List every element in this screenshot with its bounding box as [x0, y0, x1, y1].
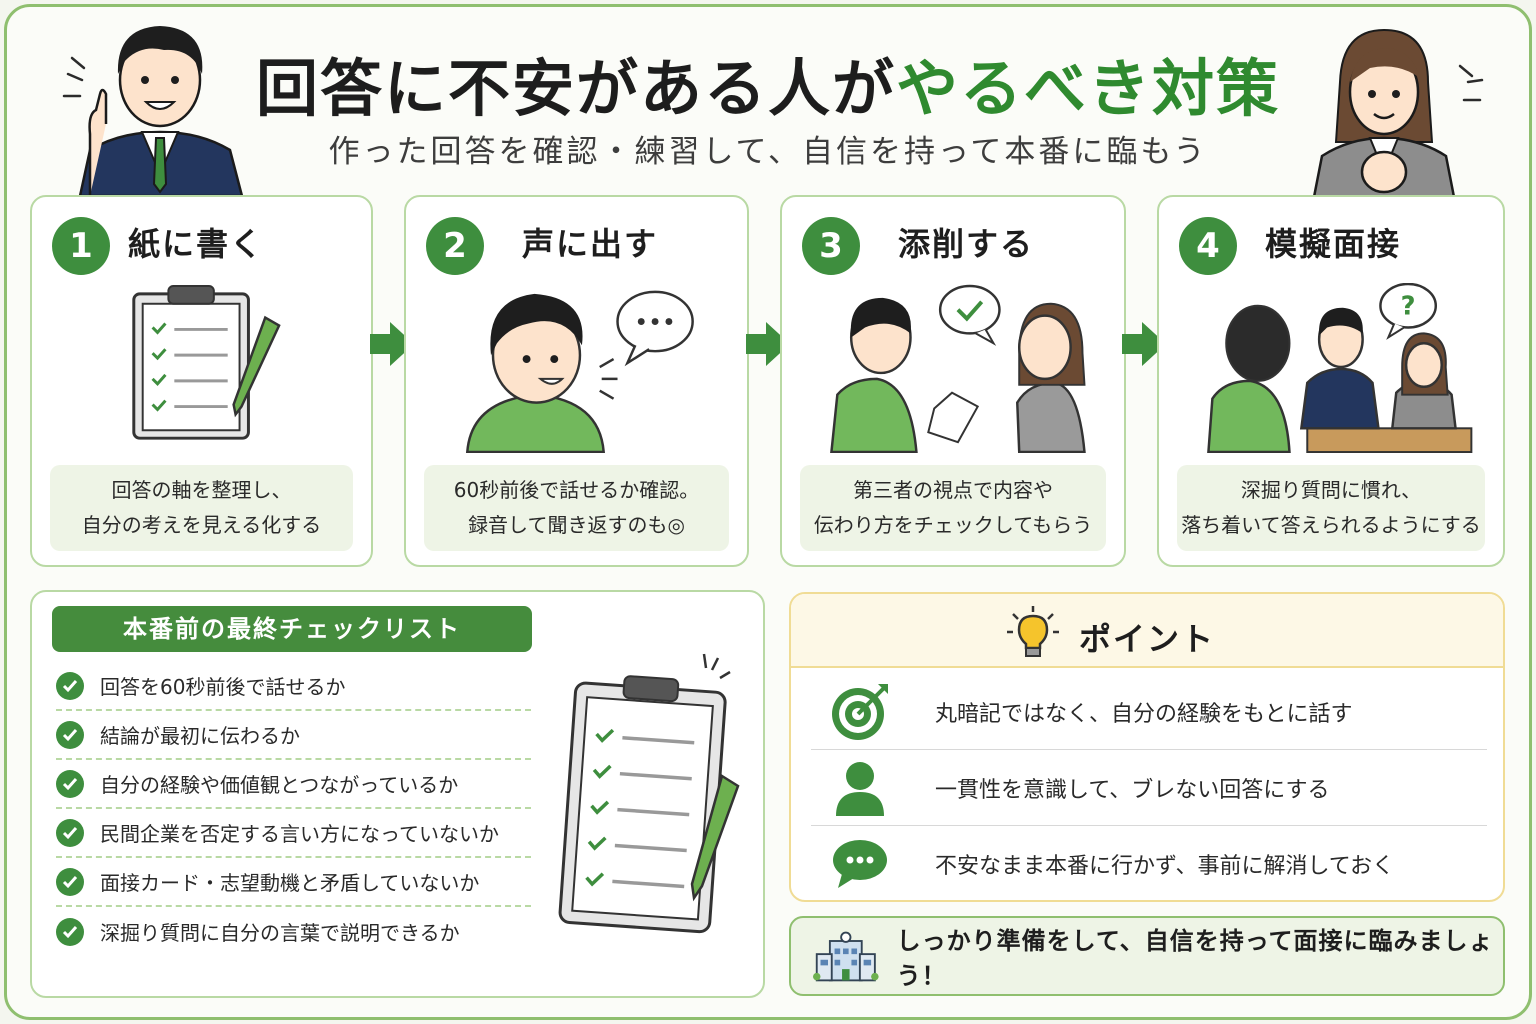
check-icon: [56, 769, 84, 798]
banner-text: しっかり準備をして、自信を持って面接に臨みましょう！: [896, 927, 1494, 990]
final-checklist-panel: 本番前の最終チェックリスト 回答を60秒前後で話せるか 結論が最初に伝わるか 自…: [30, 590, 765, 998]
arrow-right-icon: [1122, 322, 1166, 366]
clipboard-pen-icon: [132, 284, 281, 440]
step-number: 2: [426, 217, 484, 275]
step-card-4: 4 模擬面接 ? 深掘り質問に慣れ、落ち着いて答えられるようにする: [1157, 195, 1505, 567]
step-description: 第三者の視点で内容や伝わり方をチェックしてもらう: [800, 465, 1106, 551]
lightbulb-icon: [1007, 606, 1059, 657]
point-header: ポイント: [791, 594, 1503, 668]
page-title: 回答に不安がある人がやるべき対策: [255, 52, 1281, 125]
step-number: 1: [52, 217, 110, 275]
review-people-icon: [830, 284, 1086, 453]
arrow-right-icon: [746, 322, 790, 366]
step-card-1: 1 紙に書く 回答の軸を整理し、自分の考えを見える化する: [30, 195, 373, 567]
step-card-3: 3 添削する 第三者の視点で内容や伝わり方をチェックしてもらう: [780, 195, 1126, 567]
step-title: 添削する: [898, 225, 1035, 263]
point-item: 丸暗記ではなく、自分の経験をもとに話す: [811, 674, 1487, 750]
checklist-item: 結論が最初に伝わるか: [56, 711, 531, 760]
mock-interview-icon: ?: [1207, 283, 1473, 453]
person-icon: [825, 758, 895, 818]
point-item: 一貫性を意識して、ブレない回答にする: [811, 750, 1487, 826]
check-icon: [56, 671, 84, 700]
clipboard-icon: [558, 653, 740, 934]
closing-banner: しっかり準備をして、自信を持って面接に臨みましょう！: [789, 916, 1505, 996]
point-heading: ポイント: [1079, 620, 1216, 658]
page-subtitle: 作った回答を確認・練習して、自信を持って本番に臨もう: [328, 134, 1208, 170]
target-icon: [825, 682, 895, 742]
svg-text:?: ?: [1401, 292, 1416, 322]
checklist-item: 面接カード・志望動機と矛盾していないか: [56, 858, 531, 907]
step-description: 深掘り質問に慣れ、落ち着いて答えられるようにする: [1177, 465, 1485, 551]
point-item: 不安なまま本番に行かず、事前に解消しておく: [811, 826, 1487, 900]
step-number: 4: [1179, 217, 1237, 275]
step-description: 60秒前後で話せるか確認。録音して聞き返すのも◎: [424, 465, 729, 551]
checklist-item: 民間企業を否定する言い方になっていないか: [56, 809, 531, 858]
chat-bubble-icon: [825, 834, 895, 894]
point-panel: ポイント 丸暗記ではなく、自分の経験をもとに話す 一貫性を意識して、ブレない回答…: [789, 592, 1505, 902]
step-number: 3: [802, 217, 860, 275]
step-card-2: 2 声に出す 60秒前後で話せるか確認。録音して聞き返すのも◎: [404, 195, 749, 567]
city-hall-icon: [813, 931, 879, 982]
check-icon: [56, 720, 84, 749]
presenter-man-icon: [62, 26, 244, 196]
arrow-right-icon: [370, 322, 414, 366]
checklist-item: 回答を60秒前後で話せるか: [56, 662, 531, 711]
check-icon: [56, 917, 84, 946]
presenter-woman-icon: [1312, 28, 1484, 197]
title-highlight: やるべき対策: [896, 52, 1281, 125]
speaking-person-icon: [465, 290, 694, 453]
check-icon: [56, 818, 84, 847]
check-icon: [56, 867, 84, 896]
step-title: 模擬面接: [1265, 225, 1402, 263]
step-description: 回答の軸を整理し、自分の考えを見える化する: [50, 465, 353, 551]
step-title: 紙に書く: [128, 225, 265, 263]
step-title: 声に出す: [522, 225, 659, 263]
checklist-heading: 本番前の最終チェックリスト: [52, 606, 532, 652]
checklist-item: 自分の経験や価値観とつながっているか: [56, 760, 531, 809]
checklist-item: 深掘り質問に自分の言葉で説明できるか: [56, 907, 531, 956]
